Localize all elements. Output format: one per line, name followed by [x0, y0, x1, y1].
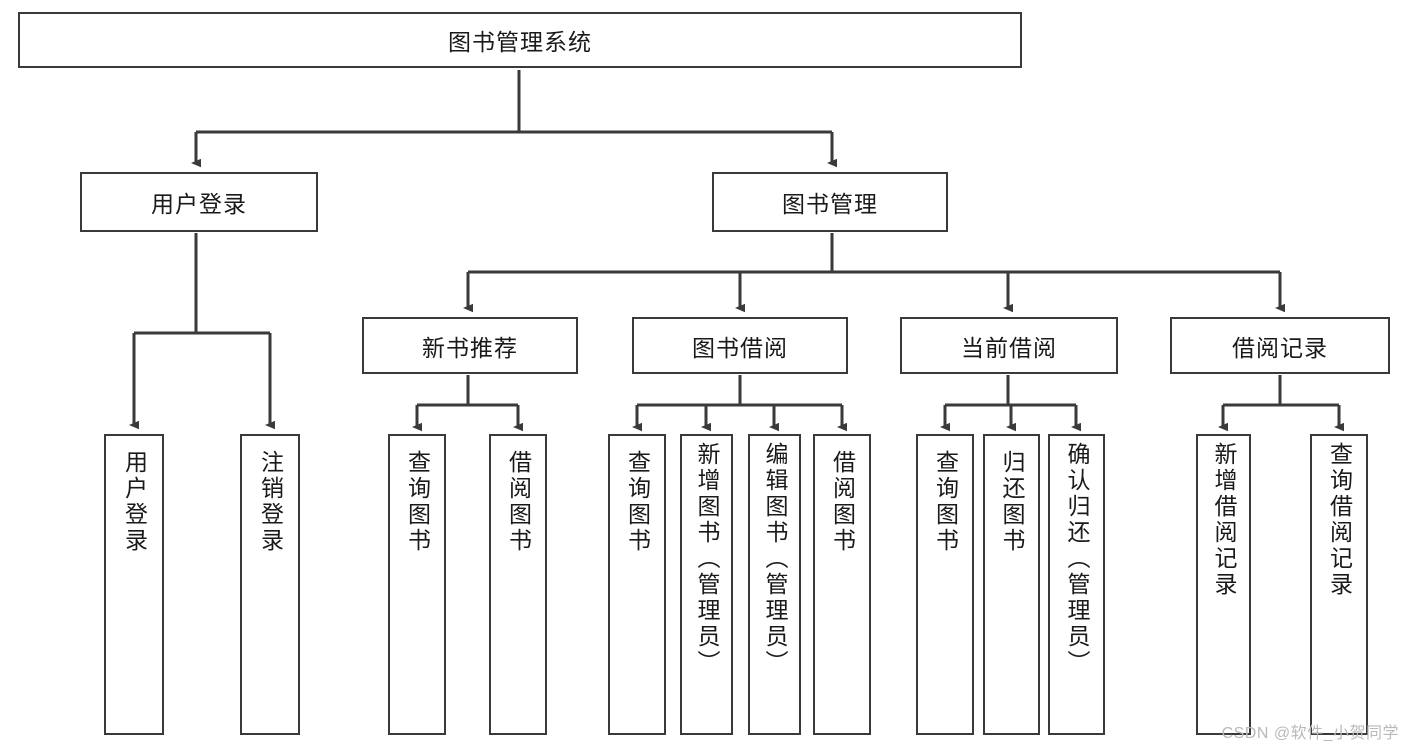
watermark-text: CSDN @软件_小贺同学	[1221, 725, 1399, 742]
node-borrow-record[interactable]: 借阅记录	[1170, 317, 1390, 374]
node-current-borrow-label: 当前借阅	[961, 334, 1057, 361]
leaf-record-add-label: 新增借阅记录	[1211, 442, 1237, 598]
node-new-book-recommend[interactable]: 新书推荐	[362, 317, 578, 374]
node-root[interactable]: 图书管理系统	[18, 12, 1022, 68]
leaf-current-query-book-label: 查询图书	[932, 450, 959, 554]
node-current-borrow[interactable]: 当前借阅	[900, 317, 1118, 374]
leaf-borrow-borrow-book[interactable]: 借阅图书	[813, 434, 871, 735]
node-borrow-record-label: 借阅记录	[1232, 334, 1328, 361]
leaf-user-login[interactable]: 用户登录	[104, 434, 164, 735]
leaf-user-login-label: 用户登录	[121, 450, 148, 554]
leaf-new-book-borrow-label: 借阅图书	[505, 450, 532, 554]
node-user-login-label: 用户登录	[151, 191, 247, 217]
leaf-user-logout-label: 注销登录	[257, 450, 284, 554]
node-book-management-label: 图书管理	[782, 191, 878, 217]
leaf-record-query-label: 查询借阅记录	[1326, 442, 1353, 598]
leaf-current-return-book-label: 归还图书	[999, 450, 1025, 554]
node-root-label: 图书管理系统	[448, 29, 592, 55]
node-book-borrow[interactable]: 图书借阅	[632, 317, 848, 374]
leaf-current-return-book[interactable]: 归还图书	[983, 434, 1040, 735]
node-new-book-recommend-label: 新书推荐	[422, 334, 518, 361]
leaf-borrow-query-book-label: 查询图书	[624, 450, 651, 554]
leaf-borrow-add-book[interactable]: 新增图书（管理员）	[680, 434, 733, 735]
leaf-record-add[interactable]: 新增借阅记录	[1196, 434, 1251, 735]
leaf-current-query-book[interactable]: 查询图书	[916, 434, 974, 735]
node-book-borrow-label: 图书借阅	[692, 334, 788, 361]
leaf-borrow-borrow-book-label: 借阅图书	[829, 450, 856, 554]
leaf-borrow-edit-book-label: 编辑图书（管理员）	[762, 442, 788, 676]
leaf-new-book-query[interactable]: 查询图书	[388, 434, 446, 735]
leaf-current-confirm-return-label: 确认归还（管理员）	[1064, 442, 1090, 676]
leaf-new-book-query-label: 查询图书	[404, 450, 431, 554]
leaf-record-query[interactable]: 查询借阅记录	[1310, 434, 1368, 735]
leaf-current-confirm-return[interactable]: 确认归还（管理员）	[1048, 434, 1105, 735]
node-book-management[interactable]: 图书管理	[712, 172, 948, 232]
node-user-login[interactable]: 用户登录	[80, 172, 318, 232]
leaf-new-book-borrow[interactable]: 借阅图书	[489, 434, 547, 735]
leaf-user-logout[interactable]: 注销登录	[240, 434, 300, 735]
leaf-borrow-edit-book[interactable]: 编辑图书（管理员）	[748, 434, 801, 735]
leaf-borrow-add-book-label: 新增图书（管理员）	[694, 442, 720, 676]
leaf-borrow-query-book[interactable]: 查询图书	[608, 434, 666, 735]
